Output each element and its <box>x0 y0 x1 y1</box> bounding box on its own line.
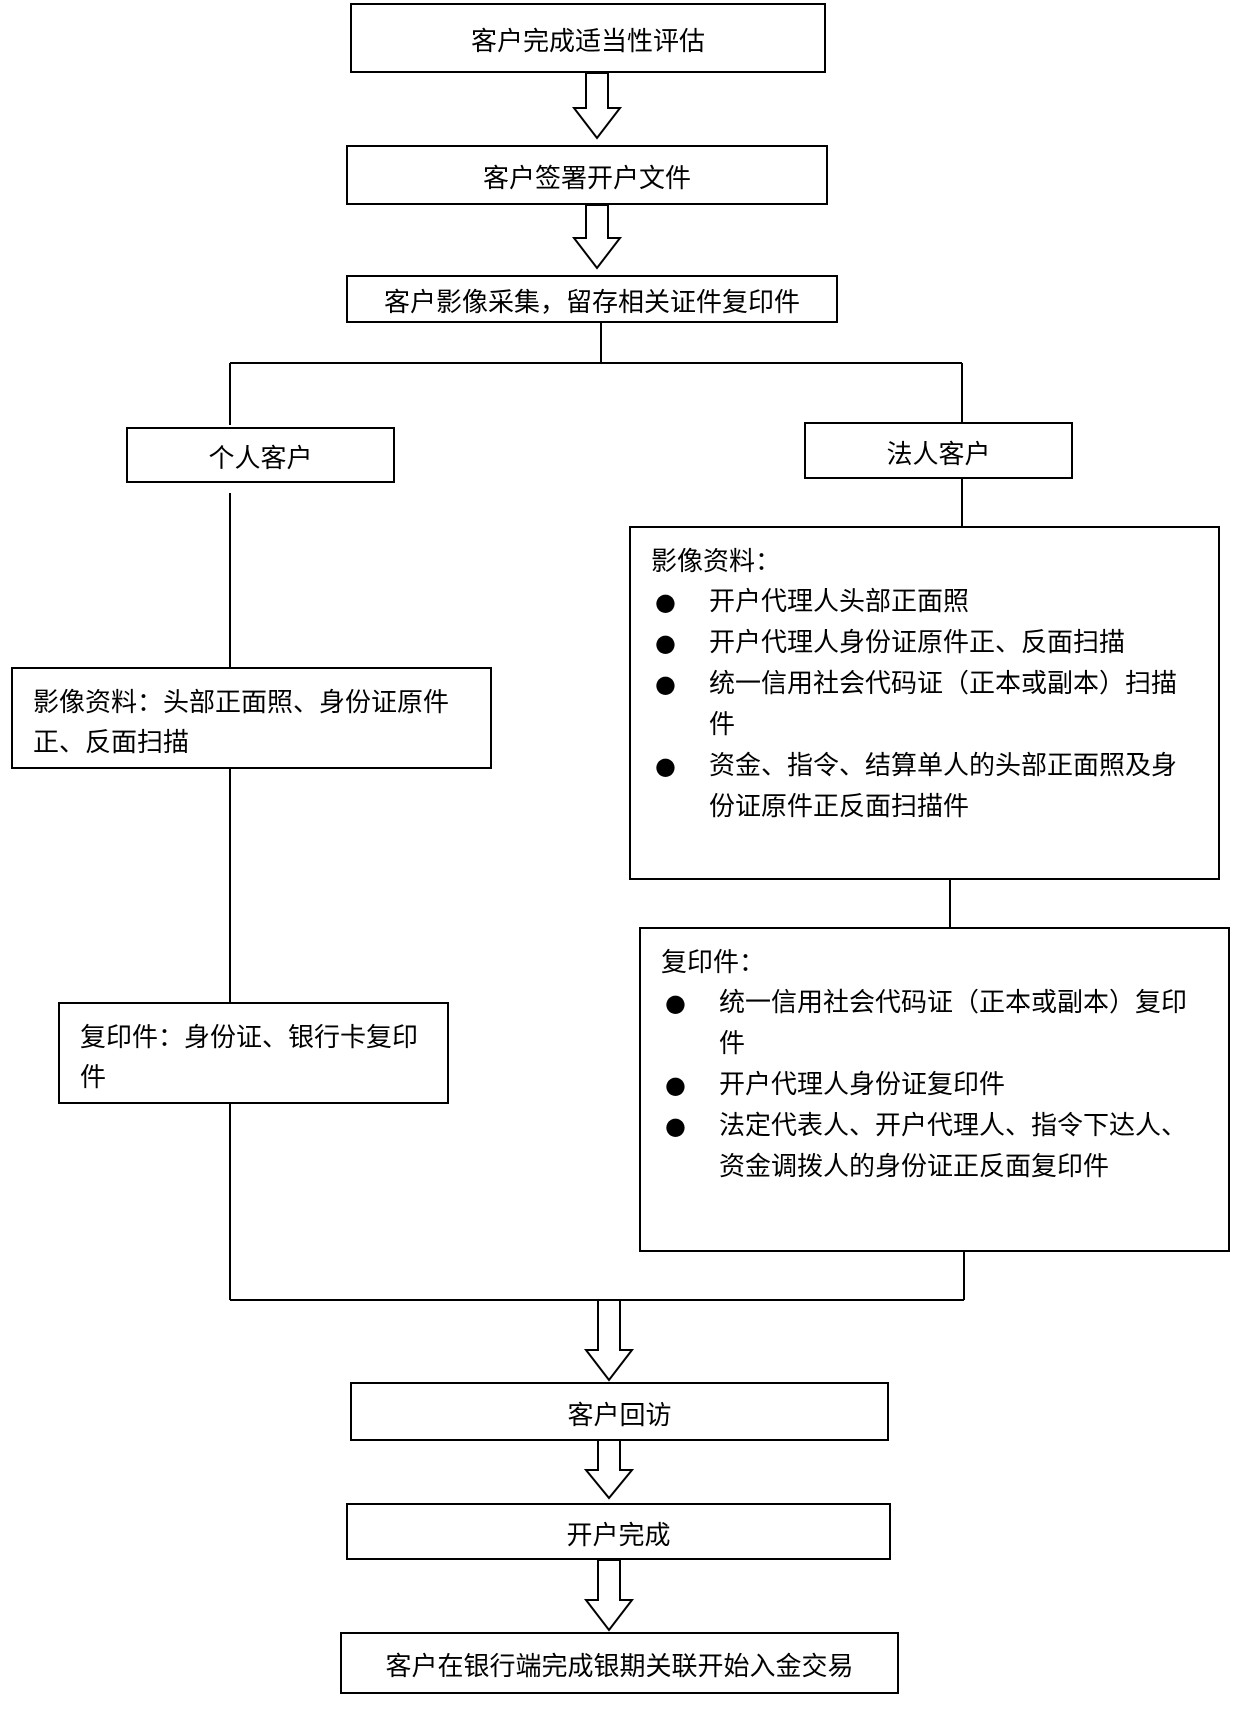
list-item: ● 统一信用社会代码证（正本或副本）扫描件 <box>651 664 1194 746</box>
list-item: ● 资金、指令、结算单人的头部正面照及身份证原件正反面扫描件 <box>651 746 1194 828</box>
individual-images-text: 影像资料：头部正面照、身份证原件正、反面扫描 <box>33 688 450 758</box>
step-sign-documents: 客户签署开户文件 <box>346 145 828 205</box>
step-label: 开户完成 <box>566 1520 671 1551</box>
list-item-text: 开户代理人身份证复印件 <box>719 1070 1006 1100</box>
individual-copies-text: 复印件：身份证、银行卡复印件 <box>80 1023 419 1093</box>
step-label: 客户在银行端完成银期关联开始入金交易 <box>385 1652 854 1682</box>
step-account-opened: 开户完成 <box>346 1503 891 1560</box>
list-item-text: 统一信用社会代码证（正本或副本）扫描件 <box>709 669 1178 740</box>
bullet-icon: ● <box>655 588 676 616</box>
arrow-down-icon <box>571 72 623 140</box>
arrow-down-icon <box>571 204 623 270</box>
step-suitability-assessment: 客户完成适当性评估 <box>350 3 826 73</box>
individual-images-box: 影像资料：头部正面照、身份证原件正、反面扫描 <box>11 667 492 769</box>
step-label: 客户回访 <box>567 1400 672 1431</box>
arrow-down-icon <box>583 1299 635 1382</box>
corporate-copies-box: 复印件： ● 统一信用社会代码证（正本或副本）复印件 ● 开户代理人身份证复印件 ●… <box>639 927 1230 1252</box>
step-customer-callback: 客户回访 <box>350 1382 889 1441</box>
arrow-down-icon <box>583 1439 635 1500</box>
list-item-text: 资金、指令、结算单人的头部正面照及身份证原件正反面扫描件 <box>709 751 1178 822</box>
bullet-icon: ● <box>665 989 686 1017</box>
step-image-collection: 客户影像采集，留存相关证件复印件 <box>346 275 838 323</box>
step-label: 客户影像采集，留存相关证件复印件 <box>383 288 800 318</box>
individual-customer-box: 个人客户 <box>126 427 395 483</box>
corporate-copies-heading: 复印件： <box>661 948 766 978</box>
corporate-images-heading: 影像资料： <box>651 547 782 577</box>
list-item: ● 法定代表人、开户代理人、指令下达人、资金调拨人的身份证正反面复印件 <box>661 1106 1204 1188</box>
list-item-text: 统一信用社会代码证（正本或副本）复印件 <box>719 988 1188 1059</box>
list-item: ● 开户代理人身份证原件正、反面扫描 <box>651 623 1194 664</box>
step-label: 客户签署开户文件 <box>482 164 691 194</box>
arrow-down-icon <box>583 1559 635 1632</box>
step-label: 客户完成适当性评估 <box>470 27 705 57</box>
corporate-customer-box: 法人客户 <box>804 422 1073 479</box>
individual-copies-box: 复印件：身份证、银行卡复印件 <box>58 1002 449 1104</box>
bullet-icon: ● <box>655 752 676 780</box>
bullet-icon: ● <box>655 629 676 657</box>
bullet-icon: ● <box>655 670 676 698</box>
bullet-icon: ● <box>665 1071 686 1099</box>
step-bank-link-deposit: 客户在银行端完成银期关联开始入金交易 <box>340 1632 899 1694</box>
list-item-text: 开户代理人头部正面照 <box>709 587 970 617</box>
list-item: ● 统一信用社会代码证（正本或副本）复印件 <box>661 983 1204 1065</box>
list-item-text: 法定代表人、开户代理人、指令下达人、资金调拨人的身份证正反面复印件 <box>719 1111 1188 1182</box>
bullet-icon: ● <box>665 1112 686 1140</box>
corporate-copies-list: ● 统一信用社会代码证（正本或副本）复印件 ● 开户代理人身份证复印件 ● 法定代表人… <box>661 983 1204 1188</box>
corporate-images-list: ● 开户代理人头部正面照 ● 开户代理人身份证原件正、反面扫描 ● 统一信用社会代码证… <box>651 582 1194 828</box>
individual-title: 个人客户 <box>208 444 313 474</box>
corporate-title: 法人客户 <box>886 439 991 470</box>
list-item: ● 开户代理人头部正面照 <box>651 582 1194 623</box>
list-item-text: 开户代理人身份证原件正、反面扫描 <box>709 628 1126 658</box>
corporate-images-box: 影像资料： ● 开户代理人头部正面照 ● 开户代理人身份证原件正、反面扫描 ● 统一信… <box>629 526 1220 880</box>
list-item: ● 开户代理人身份证复印件 <box>661 1065 1204 1106</box>
